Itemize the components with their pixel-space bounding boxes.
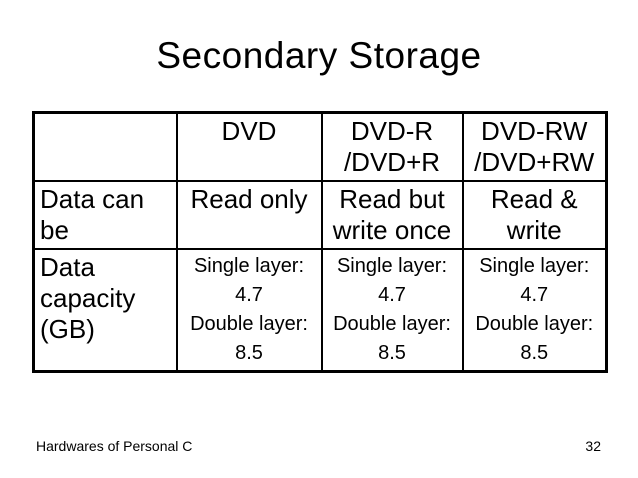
header-cell-dvd-rw: DVD-RW /DVD+RW: [461, 111, 608, 182]
row-label-data-can-be: Data can be: [32, 180, 178, 250]
footer-title: Hardwares of Personal C: [36, 438, 193, 454]
cell-dvd-data-can-be: Read only: [175, 180, 323, 250]
cell-dvd-r-data-can-be: Read but write once: [320, 180, 464, 250]
table-header-row: DVD DVD-R /DVD+R DVD-RW /DVD+RW: [32, 111, 608, 182]
table-row-data-can-be: Data can be Read only Read but write onc…: [32, 180, 608, 250]
page-number: 32: [585, 438, 601, 454]
header-cell-empty: [32, 111, 178, 182]
storage-comparison-table: DVD DVD-R /DVD+R DVD-RW /DVD+RW Data can…: [32, 111, 608, 373]
cell-dvd-rw-data-can-be: Read & write: [461, 180, 608, 250]
cell-dvd-r-capacity: Single layer: 4.7 Double layer: 8.5: [320, 248, 464, 373]
cell-dvd-rw-capacity: Single layer: 4.7 Double layer: 8.5: [461, 248, 608, 373]
table-row-data-capacity: Data capacity (GB) Single layer: 4.7 Dou…: [32, 248, 608, 373]
row-label-data-capacity: Data capacity (GB): [32, 248, 178, 373]
slide-title: Secondary Storage: [156, 35, 482, 76]
header-cell-dvd: DVD: [175, 111, 323, 182]
header-cell-dvd-r: DVD-R /DVD+R: [320, 111, 464, 182]
cell-dvd-capacity: Single layer: 4.7 Double layer: 8.5: [175, 248, 323, 373]
